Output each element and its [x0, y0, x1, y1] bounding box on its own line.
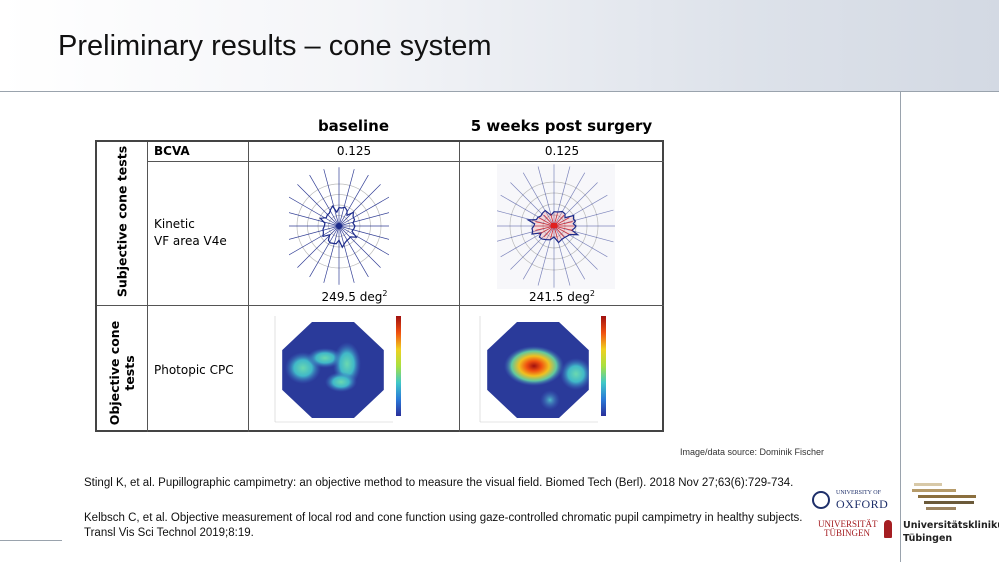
meridian-line: [309, 225, 340, 278]
heat-spot: [560, 358, 589, 390]
vf-area-post: 241.5 deg2: [529, 289, 595, 304]
kinetic-vf-plot-post: [497, 164, 615, 289]
row-label-photopic: Photopic CPC: [148, 306, 249, 432]
meridian-line: [553, 225, 586, 280]
logo-klinikum-text: Universitätsklinikum Tübingen: [903, 519, 999, 545]
logo-oxford: UNIVERSITY OF OXFORD: [812, 490, 897, 512]
column-header-baseline: baseline: [317, 117, 390, 135]
meridian-line: [510, 182, 555, 227]
title-bar: Preliminary results – cone system: [0, 0, 999, 92]
divider: [0, 540, 62, 541]
label-line: Kinetic: [154, 217, 195, 231]
meridian-line: [323, 169, 340, 227]
vf-baseline-cell: 249.5 deg2: [249, 162, 460, 306]
isopter-center: [336, 223, 342, 229]
heatmap-field: [282, 322, 384, 418]
meridian-line: [338, 225, 355, 283]
meridian-line: [553, 209, 614, 227]
scotoma-line: [553, 221, 573, 227]
meridian-line: [289, 225, 340, 256]
group-label-objective: Objective cone tests: [107, 320, 137, 426]
row-label-bcva: BCVA: [148, 142, 249, 162]
meridian-line: [338, 212, 389, 227]
meridian-line: [522, 172, 555, 227]
slide-title: Preliminary results – cone system: [58, 30, 492, 62]
cpc-baseline-cell: [249, 306, 460, 432]
scotoma-line: [553, 225, 573, 231]
group-label-subjective: Subjective cone tests: [114, 145, 130, 298]
results-table: Subjective cone tests Objective cone tes…: [95, 140, 664, 432]
label-line: VF area V4e: [154, 234, 227, 248]
logo-uni-tuebingen: UNIVERSITÄT TÜBINGEN: [818, 520, 898, 542]
colorbar: [601, 316, 606, 416]
heatmap-spots: [285, 342, 361, 392]
meridian-line: [289, 225, 340, 240]
meridian-line: [553, 182, 598, 227]
cpc-post-cell: [460, 306, 664, 432]
row-label-kinetic: Kinetic VF area V4e: [148, 162, 249, 306]
kinetic-vf-plot-baseline: [289, 167, 389, 285]
meridian-line: [500, 194, 555, 227]
vf-post-cell: 241.5 deg2: [460, 162, 664, 306]
klinikum-name: Universitätsklinikum: [903, 520, 999, 531]
meridian-line: [297, 225, 340, 268]
photopic-cpc-heatmap-post: [479, 316, 606, 423]
photopic-cpc-heatmap-baseline: [274, 316, 401, 423]
scotoma-line: [535, 225, 555, 231]
heat-spot: [325, 372, 357, 392]
meridian-line: [338, 225, 389, 256]
meridian-line: [323, 225, 340, 283]
meridian-line: [338, 225, 369, 278]
meridian-line: [497, 210, 555, 227]
meridian-line: [338, 225, 381, 268]
heat-spot: [504, 346, 564, 386]
group-cell: Objective cone tests: [97, 306, 148, 432]
scotoma-center: [551, 223, 557, 228]
vf-area-baseline: 249.5 deg2: [321, 289, 388, 304]
reference-2: Kelbsch C, et al. Objective measurement …: [84, 512, 803, 539]
meridian-line: [497, 225, 555, 242]
group-cell: Subjective cone tests: [97, 142, 148, 306]
meridian-line: [553, 225, 598, 270]
bcva-post: 0.125: [460, 142, 664, 162]
meridian-line: [338, 196, 389, 227]
heat-spot: [540, 390, 560, 410]
isopter: [319, 204, 358, 249]
meridian-line: [289, 212, 340, 227]
bcva-baseline: 0.125: [249, 142, 460, 162]
scotoma-line: [553, 225, 558, 239]
meridian-line: [500, 225, 555, 258]
meridian-line: [309, 174, 340, 227]
colorbar: [396, 316, 401, 416]
reference-1: Stingl K, et al. Pupillographic campimet…: [84, 477, 794, 489]
scotoma-line: [535, 221, 555, 227]
meridian-line: [510, 225, 555, 270]
meridian-line: [338, 184, 381, 227]
divider: [900, 92, 901, 562]
meridian-line: [338, 169, 355, 227]
image-source: Image/data source: Dominik Fischer: [680, 447, 825, 457]
meridian-line: [553, 225, 614, 243]
meridian-line: [553, 225, 608, 258]
column-header-post: 5 weeks post surgery: [470, 117, 653, 135]
meridian-line: [338, 225, 389, 240]
meridian-line: [553, 172, 586, 227]
meridian-line: [289, 196, 340, 227]
scotoma-line: [550, 225, 555, 239]
meridian-line: [297, 184, 340, 227]
tree-seal-icon: [884, 520, 892, 538]
meridian-line: [522, 225, 555, 280]
oxford-crest-icon: [812, 491, 830, 509]
heatmap-spots: [504, 346, 589, 410]
meridian-line: [338, 174, 369, 227]
meridian-line: [553, 194, 608, 227]
klinikum-city: Tübingen: [903, 533, 953, 544]
logo-klinikum-mark: [912, 483, 976, 513]
